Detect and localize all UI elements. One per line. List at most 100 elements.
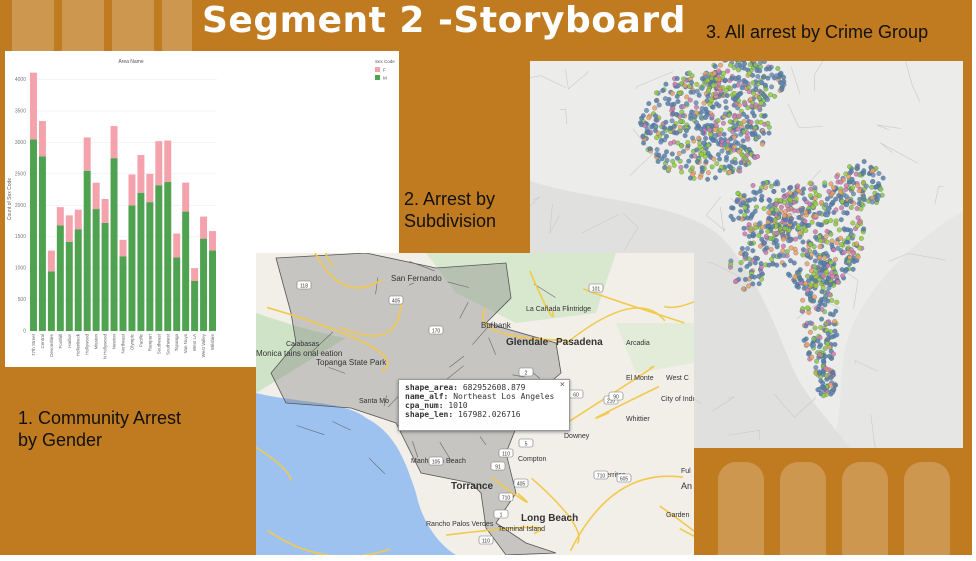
crime-point xyxy=(709,164,715,170)
crime-point xyxy=(674,76,680,81)
tooltip-key: cpa_num: xyxy=(405,401,444,410)
highway-shield xyxy=(428,456,444,466)
crime-point xyxy=(802,196,807,202)
crime-point xyxy=(768,247,774,253)
subdivision-border xyxy=(472,321,493,345)
crime-point xyxy=(766,262,772,268)
crime-point xyxy=(822,346,828,351)
boundary-line xyxy=(565,69,590,90)
crime-point xyxy=(687,97,693,103)
crime-point xyxy=(846,174,852,180)
boundary-line xyxy=(530,75,567,88)
close-icon[interactable]: × xyxy=(559,380,565,390)
highway-shield-number: 5 xyxy=(525,442,528,448)
bar-male xyxy=(101,222,109,331)
crime-point xyxy=(781,74,787,80)
crime-point xyxy=(669,151,675,157)
crime-point xyxy=(817,255,822,261)
crime-point xyxy=(746,283,752,289)
boundary-line xyxy=(879,142,919,164)
x-tick-label: West LA xyxy=(192,334,197,351)
crime-point xyxy=(701,100,707,106)
crime-point xyxy=(821,393,826,399)
crime-point xyxy=(703,159,709,165)
crime-point xyxy=(780,187,786,193)
crime-point xyxy=(713,91,719,97)
crime-point xyxy=(839,267,845,273)
bar-male xyxy=(74,229,82,331)
crime-point xyxy=(694,125,700,131)
crime-point xyxy=(741,193,747,199)
highway-shield xyxy=(588,283,604,293)
crime-point xyxy=(834,299,840,305)
crime-point xyxy=(808,268,814,274)
crime-point xyxy=(822,260,828,266)
crime-point xyxy=(824,239,830,245)
place-label: Rancho Palos Verdes xyxy=(426,521,494,528)
crime-point xyxy=(696,135,702,141)
crime-point xyxy=(723,99,729,105)
highway xyxy=(266,306,389,372)
crime-point xyxy=(758,79,764,85)
legend-swatch-m xyxy=(375,75,380,80)
crime-point xyxy=(824,228,830,234)
crime-point xyxy=(641,140,646,146)
crime-point xyxy=(848,198,853,204)
crime-point xyxy=(689,73,695,79)
crime-point xyxy=(762,240,768,246)
crime-point xyxy=(733,123,738,129)
x-tick-label: Hollenbeck xyxy=(76,333,81,356)
crime-point xyxy=(745,105,751,111)
crime-point xyxy=(781,262,787,268)
crime-point xyxy=(809,219,815,225)
crime-point xyxy=(748,119,754,125)
crime-point xyxy=(793,250,799,256)
crime-point xyxy=(844,194,850,200)
crime-point xyxy=(823,202,829,208)
subdivision-border xyxy=(296,425,325,436)
crime-point xyxy=(776,211,782,217)
crime-point xyxy=(799,221,805,227)
boundary-line xyxy=(559,108,568,125)
crime-point xyxy=(773,181,778,187)
x-tick-label: Wilshire xyxy=(210,334,215,350)
crime-point xyxy=(709,75,714,81)
crime-point xyxy=(781,78,787,84)
crime-point xyxy=(663,119,669,125)
crime-point xyxy=(777,198,783,203)
crime-point xyxy=(677,158,683,164)
crime-point xyxy=(755,74,761,79)
crime-point xyxy=(796,225,802,231)
crime-point xyxy=(656,152,662,158)
crime-point xyxy=(840,273,846,279)
crime-point xyxy=(813,201,819,207)
crime-point xyxy=(662,125,668,131)
crime-point xyxy=(677,124,683,130)
bar-female xyxy=(29,72,37,140)
crime-point xyxy=(757,68,763,74)
crime-point xyxy=(654,147,660,153)
crime-point xyxy=(728,164,734,170)
crime-point xyxy=(664,133,669,139)
crime-point xyxy=(658,139,664,145)
crime-point xyxy=(798,207,804,213)
crime-point xyxy=(717,131,723,137)
crime-point xyxy=(738,260,744,266)
crime-point xyxy=(828,375,834,381)
crime-point xyxy=(727,86,733,92)
crime-point xyxy=(638,122,644,128)
crime-point xyxy=(822,180,828,186)
crime-point xyxy=(746,233,752,239)
y-tick-label: 4000 xyxy=(15,77,26,83)
crime-point xyxy=(750,248,756,254)
crime-point xyxy=(765,97,770,102)
crime-point xyxy=(721,131,727,137)
crime-point xyxy=(806,223,812,228)
crime-point xyxy=(821,386,827,392)
crime-point xyxy=(878,186,884,192)
place-label: San Fernando xyxy=(391,274,442,283)
place-label: Long Beach xyxy=(521,513,578,524)
bar-male xyxy=(38,156,46,331)
crime-point xyxy=(826,206,831,212)
park-area xyxy=(616,323,694,373)
